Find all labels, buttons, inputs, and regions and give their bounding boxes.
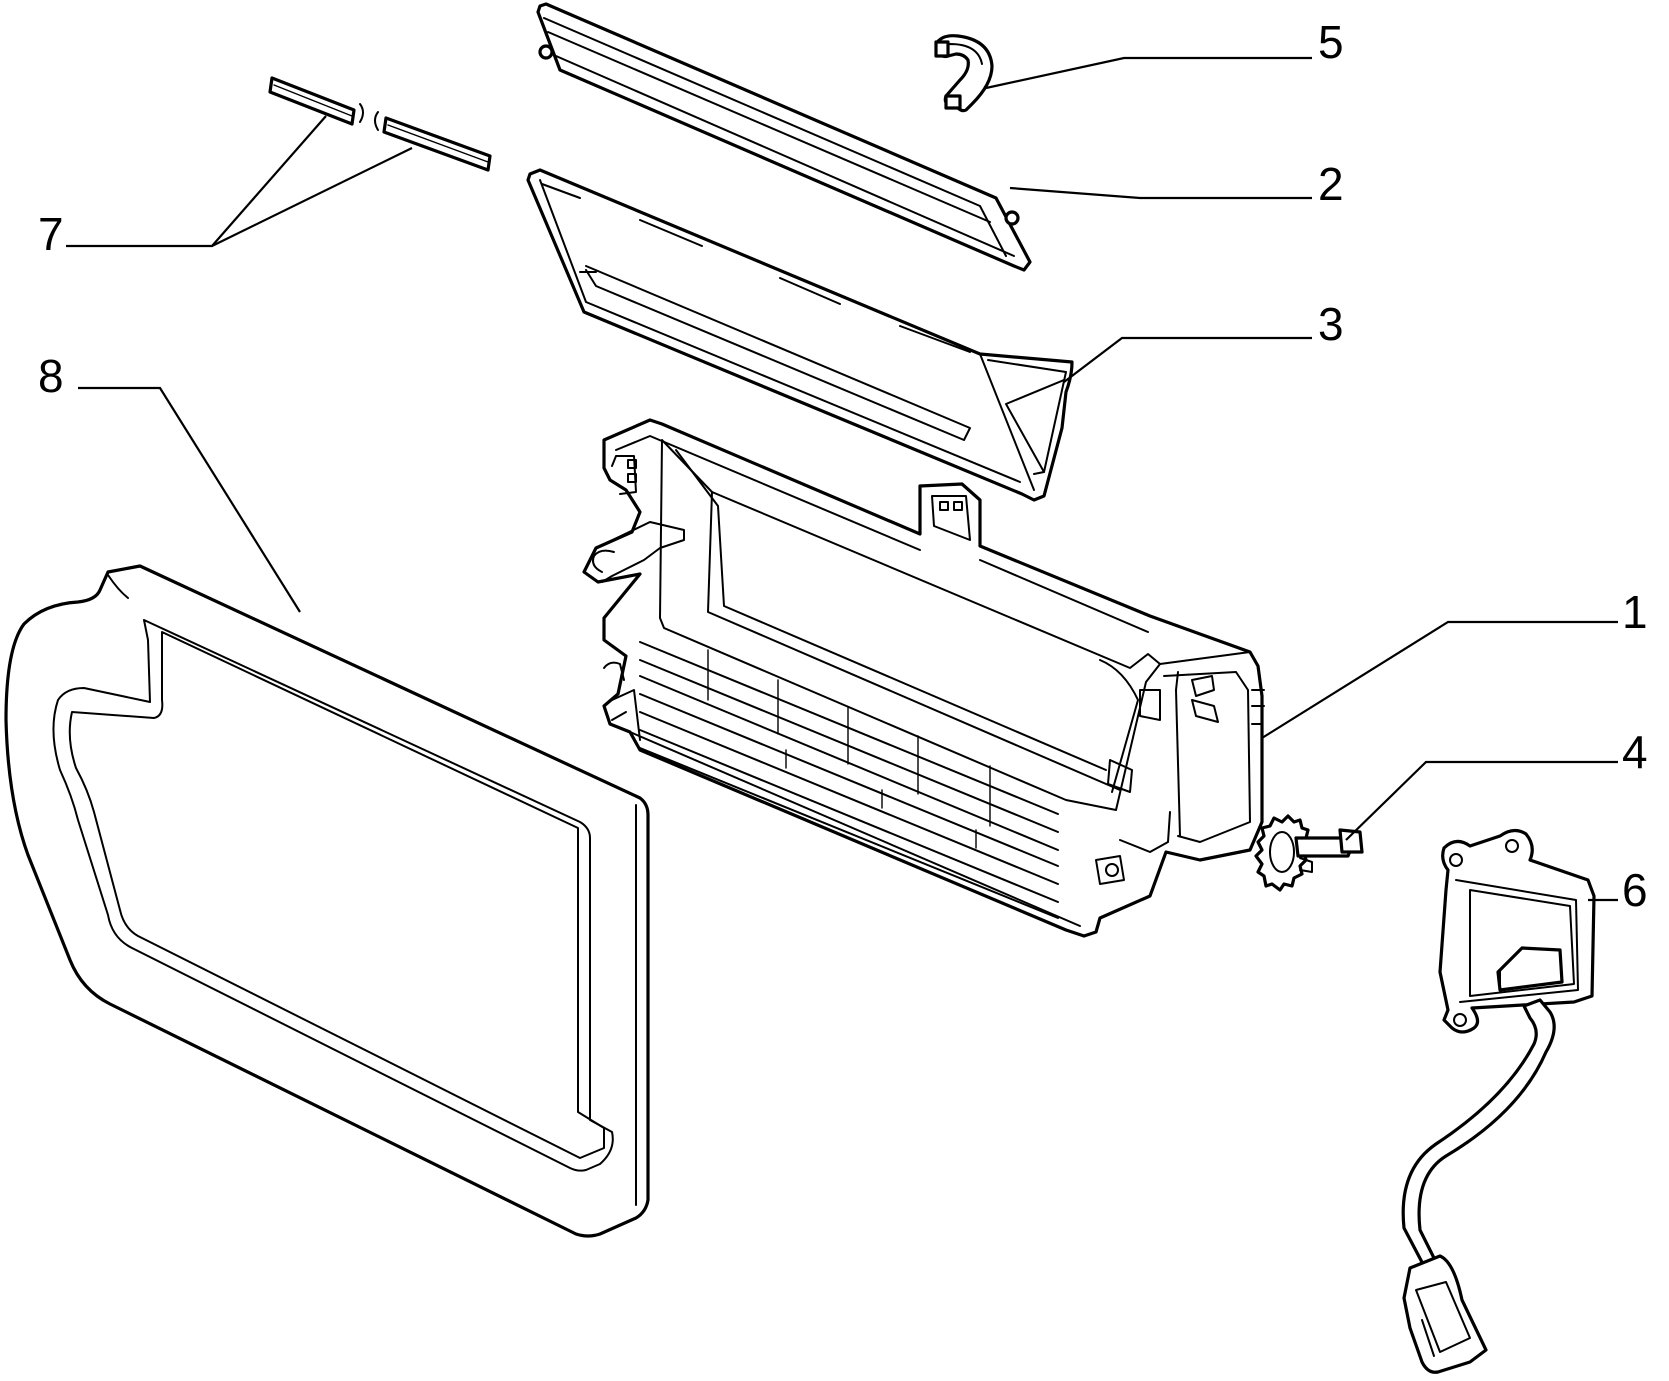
seal-strip-part <box>268 76 492 172</box>
callout-3-label: 3 <box>1318 298 1344 350</box>
air-duct-tray-part <box>526 168 1074 502</box>
callout-3: 3 <box>1063 298 1344 383</box>
callout-7-label: 7 <box>38 208 64 260</box>
callout-5-label: 5 <box>1318 16 1344 68</box>
callout-1-label: 1 <box>1622 586 1648 638</box>
callout-4-leader <box>1345 760 1618 841</box>
callout-2-label: 2 <box>1318 158 1344 210</box>
callout-3-leader <box>1063 336 1312 383</box>
callout-6: 6 <box>1588 864 1648 916</box>
callout-1-leader <box>1261 620 1618 739</box>
callout-2: 2 <box>1009 158 1344 210</box>
actuator-motor-part <box>1401 828 1596 1374</box>
callout-4-label: 4 <box>1622 726 1648 778</box>
callout-8-leader <box>78 386 301 613</box>
callout-8-label: 8 <box>38 350 64 402</box>
heater-housing-part <box>582 418 1265 938</box>
callout-2-leader <box>1009 186 1312 200</box>
callout-5-leader <box>985 56 1312 90</box>
gasket-frame-part <box>4 564 650 1238</box>
callout-1: 1 <box>1261 586 1648 739</box>
gear-shaft-part <box>1254 814 1364 892</box>
upper-cover-flap-part <box>536 2 1032 272</box>
callout-4: 4 <box>1345 726 1648 841</box>
hose-clip-part <box>934 34 994 113</box>
callout-5: 5 <box>985 16 1344 90</box>
callout-7-leader-a <box>66 115 327 248</box>
callout-6-label: 6 <box>1622 864 1648 916</box>
callout-8: 8 <box>38 350 301 613</box>
callout-7-leader-b <box>211 147 413 247</box>
callout-7: 7 <box>38 115 413 260</box>
